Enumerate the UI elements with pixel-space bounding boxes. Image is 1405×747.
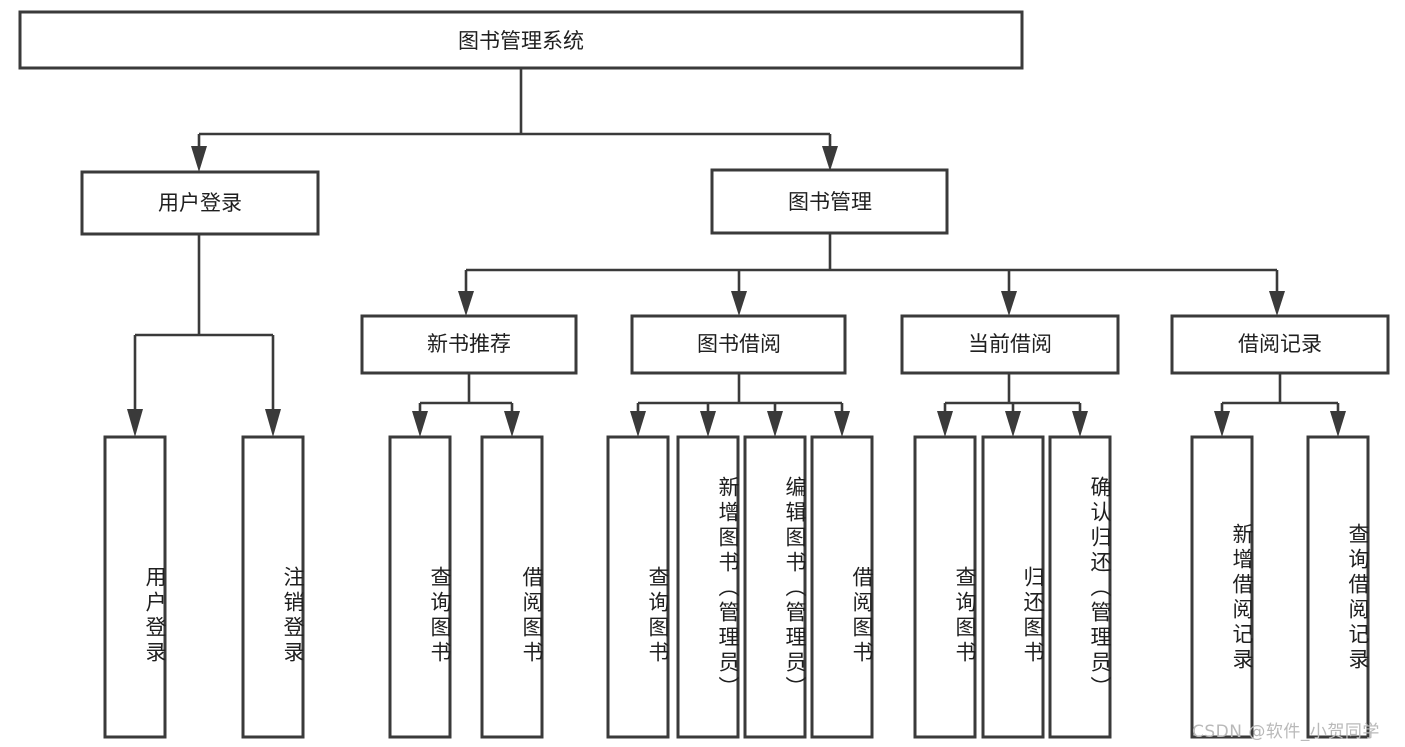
arrow-head-icon-new-book-rec bbox=[458, 291, 474, 316]
node-bb-borrow-book-rect[interactable] bbox=[810, 435, 874, 739]
node-leaf-user-login-rect[interactable] bbox=[103, 435, 167, 739]
arrow-head-icon-book-manage bbox=[822, 146, 838, 171]
csdn-watermark: CSDN @软件_小贺同学 bbox=[1192, 722, 1380, 742]
node-nbr-borrow-book-rect[interactable] bbox=[480, 435, 544, 739]
arrow-head-icon-current-borrow bbox=[1001, 291, 1017, 316]
arrow-head-icon-bb-add-book bbox=[700, 411, 716, 437]
node-book-borrow-rect[interactable] bbox=[630, 314, 847, 375]
node-bb-add-book-rect[interactable] bbox=[676, 435, 740, 739]
arrow-head-icon-bb-borrow-book bbox=[834, 411, 850, 437]
node-nbr-query-book-rect[interactable] bbox=[388, 435, 452, 739]
node-book-manage-label: 图书管理 bbox=[788, 190, 872, 214]
node-cb-query-book-rect[interactable] bbox=[913, 435, 977, 739]
connector-layer bbox=[127, 68, 1346, 437]
node-root-label: 图书管理系统 bbox=[458, 29, 584, 53]
arrow-head-icon-bb-query-book bbox=[630, 411, 646, 437]
arrow-head-icon-cb-query-book bbox=[937, 411, 953, 437]
node-bb-query-book-rect[interactable] bbox=[606, 435, 670, 739]
node-br-add-record-rect[interactable] bbox=[1190, 435, 1254, 739]
arrow-head-icon-borrow-record bbox=[1269, 291, 1285, 316]
node-new-book-rec-rect[interactable] bbox=[360, 314, 578, 375]
arrow-head-icon-cb-confirm-return bbox=[1072, 411, 1088, 437]
arrow-head-icon-nbr-query-book bbox=[412, 411, 428, 437]
arrow-head-icon-br-query-record bbox=[1330, 411, 1346, 437]
node-new-book-rec-label: 新书推荐 bbox=[427, 332, 511, 356]
node-cb-return-book-rect[interactable] bbox=[981, 435, 1045, 739]
node-book-borrow[interactable]: 图书借阅 bbox=[630, 314, 847, 375]
node-bb-edit-book-rect[interactable] bbox=[743, 435, 807, 739]
node-borrow-record-rect[interactable] bbox=[1170, 314, 1390, 375]
node-user-login-rect[interactable] bbox=[80, 170, 320, 236]
arrow-head-icon-cb-return-book bbox=[1005, 411, 1021, 437]
arrow-head-icon-br-add-record bbox=[1214, 411, 1230, 437]
node-book-borrow-label: 图书借阅 bbox=[697, 332, 781, 356]
node-current-borrow-label: 当前借阅 bbox=[968, 332, 1052, 356]
node-new-book-rec[interactable]: 新书推荐 bbox=[360, 314, 578, 375]
node-root[interactable]: 图书管理系统 bbox=[18, 10, 1024, 70]
node-book-manage[interactable]: 图书管理 bbox=[710, 168, 949, 235]
node-borrow-record-label: 借阅记录 bbox=[1238, 332, 1322, 356]
node-user-login-label: 用户登录 bbox=[158, 191, 242, 215]
arrow-head-icon-leaf-logout bbox=[265, 409, 281, 437]
arrow-head-icon-bb-edit-book bbox=[767, 411, 783, 437]
node-current-borrow[interactable]: 当前借阅 bbox=[900, 314, 1120, 375]
node-layer: 图书管理系统 用户登录 图书管理 新书推荐 图书借阅 bbox=[18, 10, 1390, 739]
node-cb-confirm-return-rect[interactable] bbox=[1048, 435, 1112, 739]
node-borrow-record[interactable]: 借阅记录 bbox=[1170, 314, 1390, 375]
node-book-manage-rect[interactable] bbox=[710, 168, 949, 235]
node-leaf-logout-rect[interactable] bbox=[241, 435, 305, 739]
arrow-head-icon-user-login bbox=[191, 146, 207, 172]
arrow-head-icon-leaf-user-login bbox=[127, 409, 143, 437]
node-br-query-record-rect[interactable] bbox=[1306, 435, 1370, 739]
node-current-borrow-rect[interactable] bbox=[900, 314, 1120, 375]
node-user-login[interactable]: 用户登录 bbox=[80, 170, 320, 236]
arrow-head-icon-book-borrow bbox=[731, 291, 747, 316]
arrow-head-icon-nbr-borrow-book bbox=[504, 411, 520, 437]
node-root-rect[interactable] bbox=[18, 10, 1024, 70]
